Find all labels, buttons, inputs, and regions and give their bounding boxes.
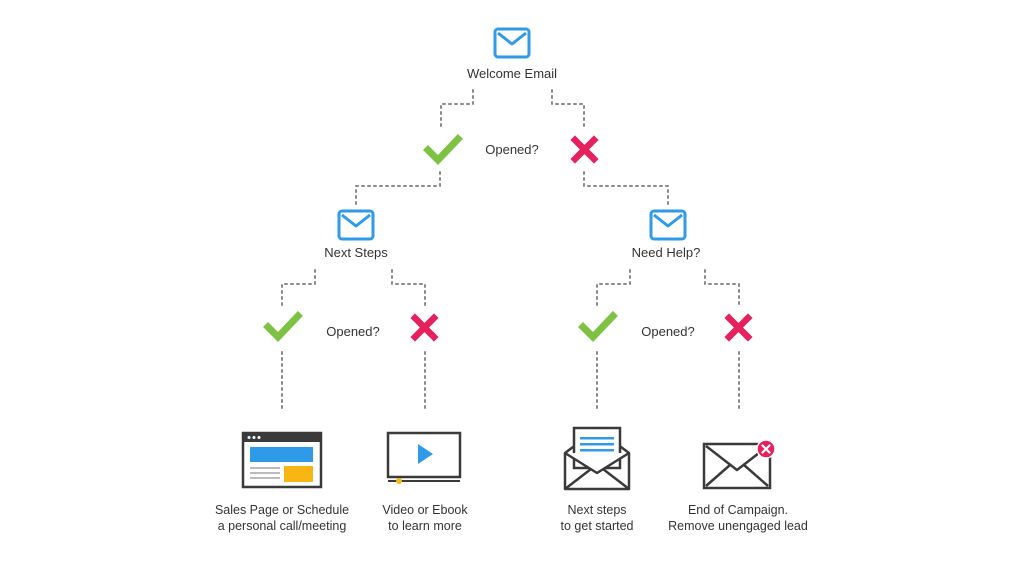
check-icon <box>578 311 618 343</box>
outcome-sales-line2: a personal call/meeting <box>217 519 347 533</box>
video-player-icon <box>386 431 462 484</box>
decision-opened-right: Opened? <box>641 324 695 339</box>
connector-nextsteps-no <box>391 269 426 307</box>
connectors <box>281 89 740 413</box>
need-help-label: Need Help? <box>631 245 701 260</box>
check-icon <box>263 311 303 343</box>
connector-yes-nextsteps <box>355 171 441 205</box>
connector-no-needhelp <box>583 171 669 205</box>
connector-welcome-yes <box>440 89 474 129</box>
outcome-end-caption: End of Campaign. Remove unengaged lead <box>652 502 824 534</box>
envelope-icon <box>649 209 687 241</box>
open-letter-icon <box>563 426 631 491</box>
outcome-end-line2: Remove unengaged lead <box>668 519 808 533</box>
rejected-envelope-icon <box>702 439 776 490</box>
outcome-video-caption: Video or Ebook to learn more <box>358 502 492 534</box>
connector-nextsteps-yes <box>281 269 316 307</box>
outcome-sales-caption: Sales Page or Schedule a personal call/m… <box>196 502 368 534</box>
decision-opened-top: Opened? <box>485 142 539 157</box>
decision-opened-left: Opened? <box>326 324 380 339</box>
outcome-nextsteps-caption: Next steps to get started <box>537 502 657 534</box>
check-icon <box>423 134 463 166</box>
connector-needhelp-yes <box>596 269 631 307</box>
connector-needhelp-no <box>704 269 740 307</box>
outcome-video-line1: Video or Ebook <box>382 503 468 517</box>
cross-icon <box>724 313 753 342</box>
cross-icon <box>410 313 439 342</box>
outcome-nextsteps-line2: to get started <box>560 519 634 533</box>
outcome-sales-line1: Sales Page or Schedule <box>214 503 350 517</box>
outcome-video-line2: to learn more <box>388 519 462 533</box>
envelope-icon <box>493 27 531 59</box>
envelope-icon <box>337 209 375 241</box>
connector-welcome-no <box>551 89 585 129</box>
webpage-icon <box>241 431 323 489</box>
next-steps-label: Next Steps <box>324 245 388 260</box>
cross-icon <box>570 135 599 164</box>
welcome-email-label: Welcome Email <box>466 66 558 81</box>
outcome-end-line1: End of Campaign. <box>687 503 789 517</box>
outcome-nextsteps-line1: Next steps <box>567 503 627 517</box>
